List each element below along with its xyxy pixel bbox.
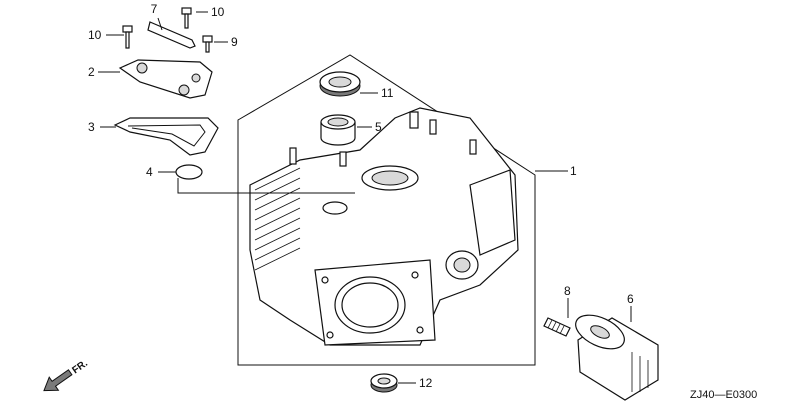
assembly-outline [237,54,536,366]
bushing-part-5 [320,114,356,146]
bearing-part-12 [370,373,398,393]
oil-filter-part-6 [575,314,659,401]
callout-3: 3 [88,120,95,134]
gasket-part-3 [113,117,219,156]
leader-lines [98,11,632,384]
callout-2: 2 [88,65,95,79]
bolt-part-10-left [122,25,133,49]
callout-4: 4 [146,165,153,179]
callout-8: 8 [564,284,571,298]
diagram-code: ZJ40—E0300 [690,389,757,401]
callout-6: 6 [627,292,634,306]
bracket-part-7 [147,21,196,49]
callout-5: 5 [375,120,382,134]
front-label: FR. [70,358,90,376]
bolt-part-9 [202,35,213,53]
oil-seal-part-11 [319,71,361,97]
stud-part-8 [543,317,571,337]
callout-12: 12 [419,376,433,390]
front-direction-marker: FR. [43,358,90,392]
callout-11: 11 [381,86,394,100]
callout-9: 9 [231,35,238,49]
arrow-icon [43,369,73,392]
callout-7: 7 [151,2,158,16]
callout-10-top: 10 [211,5,225,19]
crankcase-part-1 [249,107,519,346]
bolt-part-10-top [181,7,192,29]
callout-1: 1 [570,164,577,178]
callout-10-left: 10 [88,28,102,42]
plug-part-4 [175,164,203,180]
